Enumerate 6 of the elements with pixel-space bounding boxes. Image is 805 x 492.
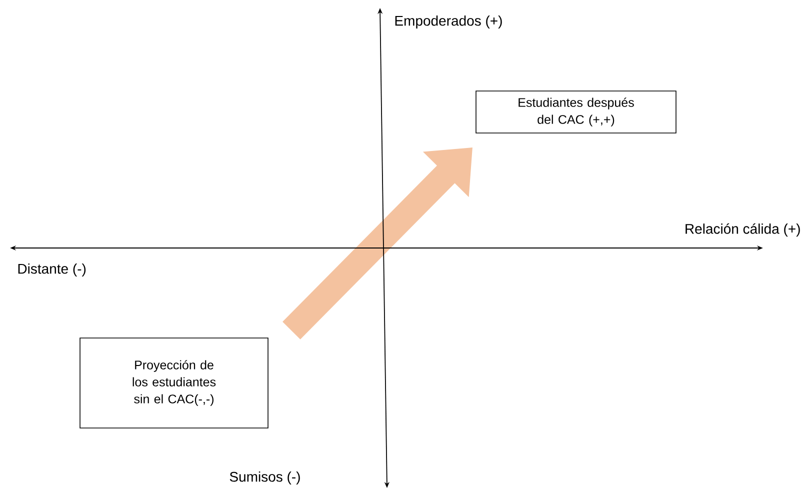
axis-label: Sumisos (-)	[230, 471, 300, 485]
axis-label: Relación cálida (+)	[686, 223, 800, 237]
axis-label: Distante (-)	[18, 263, 86, 277]
text-box: Proyección de los estudiantes sin el CAC(-,-)	[80, 338, 268, 428]
axis-label: Empoderados (+)	[395, 15, 502, 29]
text-box: Estudiantes después del CAC (+,+)	[476, 90, 676, 134]
